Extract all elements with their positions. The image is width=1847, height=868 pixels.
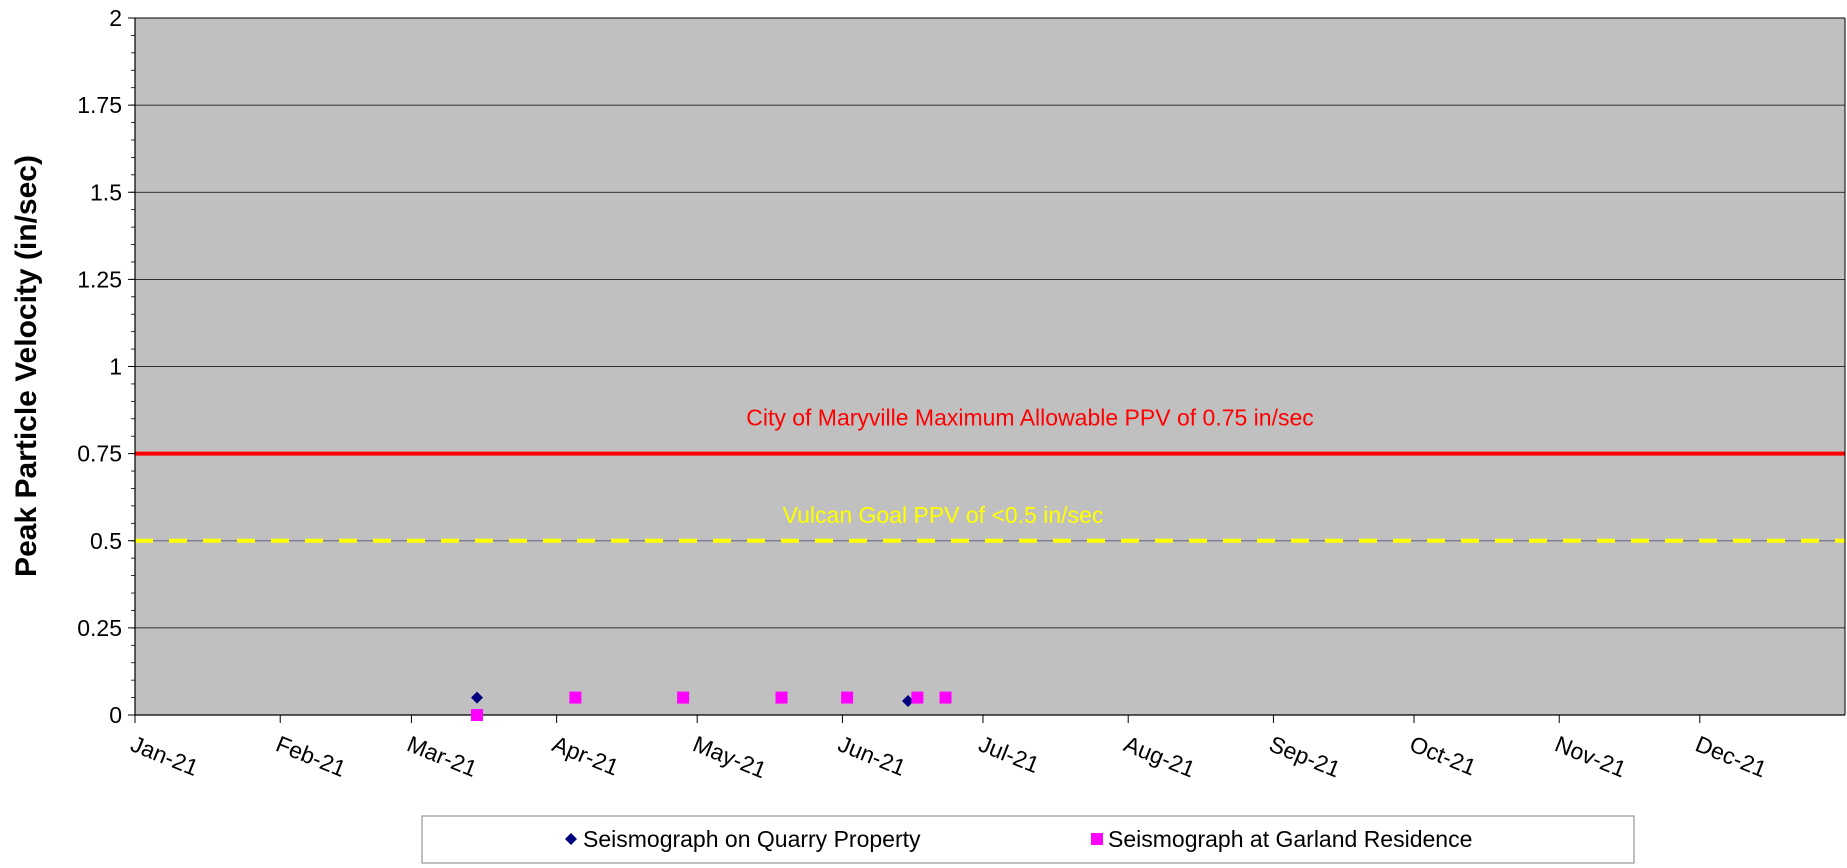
x-tick-label: Aug-21 bbox=[1120, 731, 1199, 783]
reference-lines: City of Maryville Maximum Allowable PPV … bbox=[135, 405, 1845, 543]
y-tick-label: 1.75 bbox=[77, 92, 122, 118]
x-tick-label: Mar-21 bbox=[404, 731, 481, 782]
garland-point bbox=[841, 691, 854, 704]
y-tick-label: 0.75 bbox=[77, 441, 122, 467]
x-tick-label: Sep-21 bbox=[1266, 731, 1345, 783]
garland-point bbox=[471, 709, 483, 721]
y-axis-title: Peak Particle Velocity (in/sec) bbox=[10, 155, 43, 577]
x-tick-labels: Jan-21 Feb-21 Mar-21 Apr-21 May-21 Jun-21 Jul-… bbox=[127, 731, 1770, 784]
y-tick-label: 0 bbox=[109, 702, 122, 728]
axes bbox=[128, 17, 1846, 723]
x-tick-label: Dec-21 bbox=[1692, 731, 1770, 783]
reference-line-label: City of Maryville Maximum Allowable PPV … bbox=[746, 405, 1314, 431]
x-tick-label: May-21 bbox=[689, 731, 770, 784]
x-tick-label: Apr-21 bbox=[549, 731, 623, 781]
quarry-point bbox=[902, 695, 915, 708]
legend-label-quarry: Seismograph on Quarry Property bbox=[583, 826, 921, 852]
garland-point bbox=[939, 691, 952, 704]
garland-point bbox=[569, 691, 582, 704]
garland-point bbox=[677, 691, 690, 704]
y-tick-label: 1.5 bbox=[90, 179, 122, 205]
x-tick-label: Nov-21 bbox=[1551, 731, 1629, 783]
y-tick-label: 1.25 bbox=[77, 266, 122, 292]
x-tick-label: Oct-21 bbox=[1406, 731, 1480, 781]
legend-label-garland: Seismograph at Garland Residence bbox=[1108, 826, 1472, 852]
x-tick-label: Jun-21 bbox=[835, 731, 910, 781]
data-points bbox=[471, 691, 952, 721]
x-tick-label: Jul-21 bbox=[975, 731, 1043, 779]
y-tick-label: 0.5 bbox=[90, 528, 122, 554]
y-tick-label: 2 bbox=[109, 5, 122, 31]
quarry-point bbox=[471, 691, 483, 704]
legend-marker-quarry bbox=[565, 833, 577, 845]
garland-point bbox=[775, 691, 788, 704]
y-tick-label: 1 bbox=[109, 354, 122, 380]
x-tick-label: Feb-21 bbox=[272, 731, 349, 782]
reference-line-label: Vulcan Goal PPV of <0.5 in/sec bbox=[783, 502, 1104, 528]
y-tick-labels: 0 0.25 0.5 0.75 1 1.25 1.5 1.75 2 bbox=[77, 5, 122, 728]
y-tick-label: 0.25 bbox=[77, 615, 122, 641]
legend: Seismograph on Quarry Property Seismogra… bbox=[421, 815, 1635, 864]
legend-box bbox=[421, 815, 1635, 864]
legend-marker-garland bbox=[1091, 833, 1103, 845]
garland-point bbox=[911, 691, 924, 704]
x-tick-label: Jan-21 bbox=[127, 731, 202, 781]
